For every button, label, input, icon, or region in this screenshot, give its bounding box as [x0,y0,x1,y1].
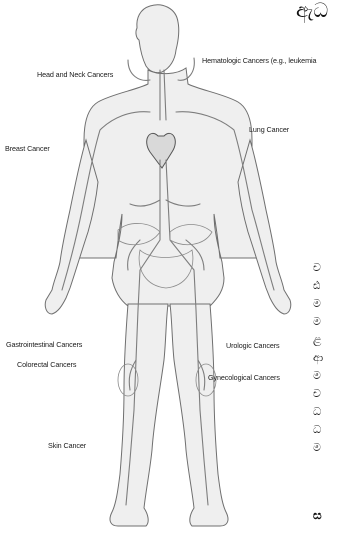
label-breast: Breast Cancer [5,144,50,153]
torso-outline [70,68,266,306]
side-line: ම [313,370,321,381]
side-line: ධ [313,406,321,417]
side-line: ආ [313,352,323,363]
label-colorectal: Colorectal Cancers [17,360,76,369]
head-outline [136,5,179,73]
label-hematologic: Hematologic Cancers (e.g., leukemia [202,56,316,65]
side-line: ම [313,442,321,453]
side-heading-glyph: ඇධ [296,0,328,20]
side-bottom-glyph: ස [313,509,322,521]
left-leg-outline [110,304,168,526]
side-line: ම [313,298,321,309]
side-line: ළ [313,334,321,345]
label-gynecological: Gynecological Cancers [208,373,280,382]
label-gastrointestinal: Gastrointestinal Cancers [6,340,82,349]
side-line: ඪ [313,280,320,291]
label-skin: Skin Cancer [48,441,86,450]
side-line: ධ [313,424,321,435]
side-line: ම [313,316,321,327]
side-line: ච [313,262,321,273]
label-head-neck: Head and Neck Cancers [37,70,113,79]
label-lung: Lung Cancer [249,125,289,134]
right-leg-outline [170,304,228,526]
label-urologic: Urologic Cancers [226,341,280,350]
side-line: ච [313,388,321,399]
